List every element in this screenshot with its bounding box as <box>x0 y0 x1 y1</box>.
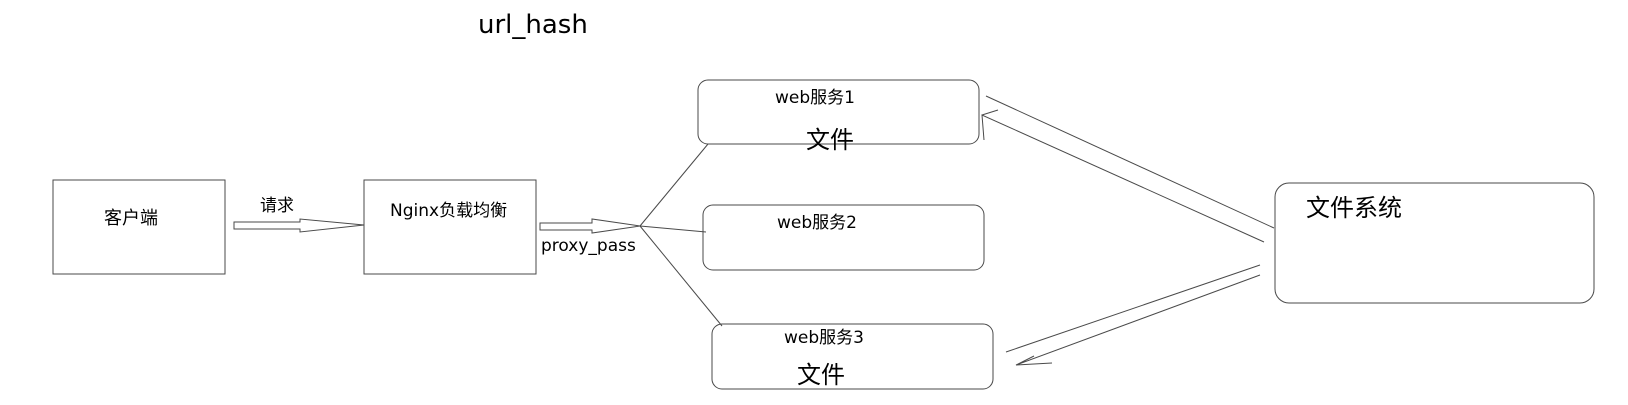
filesystem-label: 文件系统 <box>1306 194 1402 222</box>
web1-label: web服务1 <box>775 88 855 108</box>
web1-to-filesystem-arrow <box>981 95 1275 243</box>
client-label: 客户端 <box>104 208 158 229</box>
web3-file-label: 文件 <box>797 361 845 389</box>
edge-to-web1 <box>639 143 709 227</box>
web3-to-filesystem-arrow <box>1005 264 1261 366</box>
diagram-title: url_hash <box>478 10 588 40</box>
proxy-pass-label: proxy_pass <box>541 236 636 256</box>
request-arrow <box>233 218 365 233</box>
nginx-label: Nginx负载均衡 <box>390 201 508 221</box>
proxy-pass-arrow <box>539 218 641 234</box>
nginx-box <box>363 179 537 275</box>
edge-to-web2 <box>639 225 707 233</box>
web2-box <box>702 204 985 271</box>
edge-to-web3 <box>639 225 723 327</box>
web2-label: web服务2 <box>777 213 857 233</box>
client-box <box>52 179 226 275</box>
web3-box <box>711 323 994 390</box>
web1-box <box>697 79 980 145</box>
filesystem-box <box>1274 182 1595 304</box>
web1-file-label: 文件 <box>806 126 854 154</box>
request-label: 请求 <box>260 196 294 216</box>
web3-label: web服务3 <box>784 328 864 348</box>
